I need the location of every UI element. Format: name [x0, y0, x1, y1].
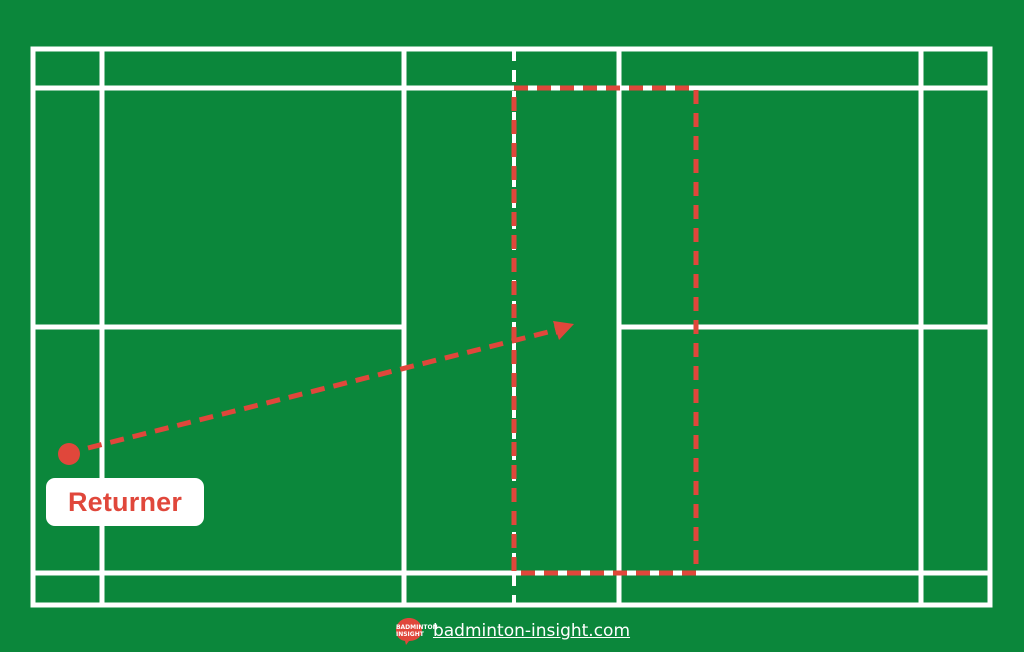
footer: BADMINTON INSIGHT badminton-insight.com	[0, 616, 1024, 646]
arrow-head-icon	[553, 321, 574, 340]
site-link[interactable]: badminton-insight.com	[432, 621, 631, 641]
returner-label-text: Returner	[67, 486, 183, 517]
logo-text: BADMINTON INSIGHT	[395, 624, 438, 638]
target-zone	[511, 85, 699, 576]
returner-label: Returner	[46, 478, 204, 526]
returner-position-dot	[58, 443, 80, 465]
shot-arrow	[87, 325, 565, 451]
badminton-insight-logo-icon: BADMINTON INSIGHT	[394, 616, 438, 646]
